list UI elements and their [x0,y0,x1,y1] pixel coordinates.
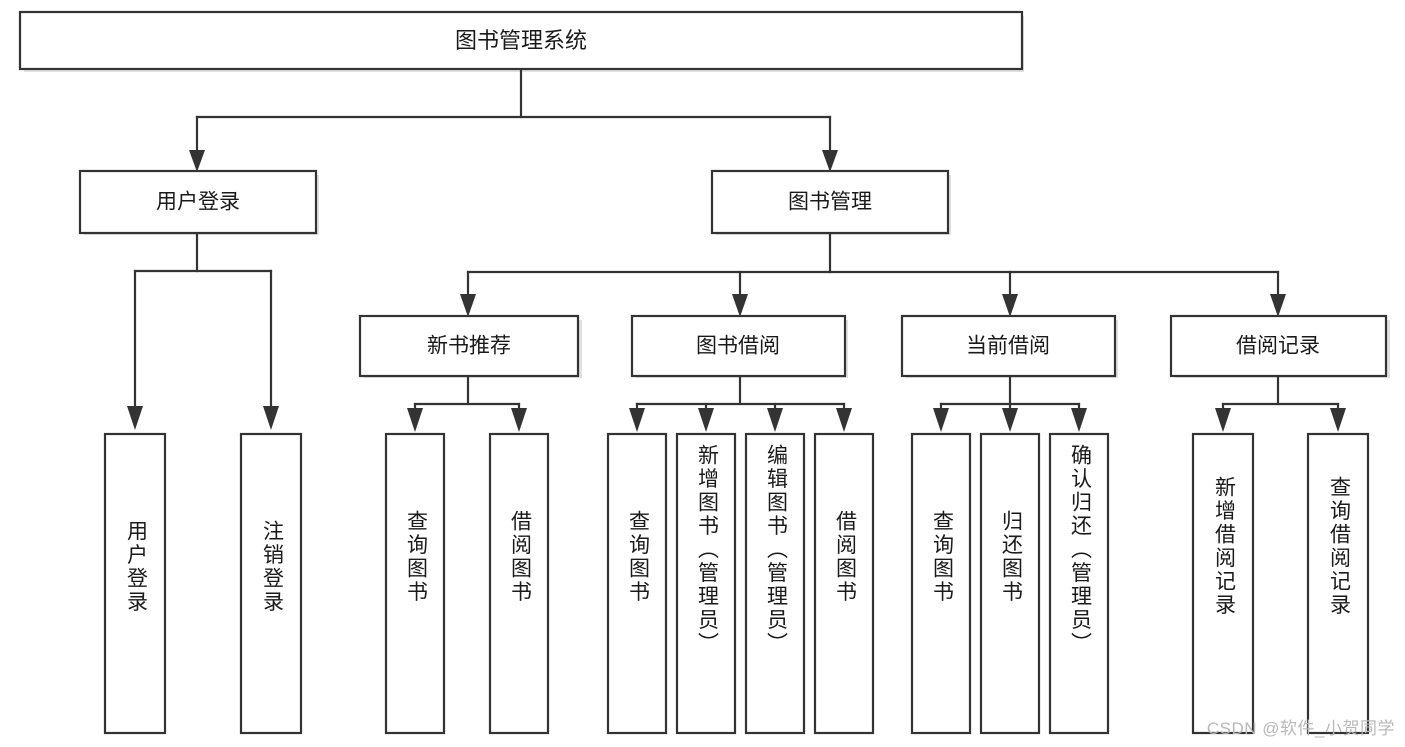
node-root-label: 图书管理系统 [455,28,587,53]
arrow-bm-currentborrow [1002,294,1018,317]
leaf-box-query-record[interactable] [1306,432,1370,735]
node-root[interactable]: 图书管理系统 [18,10,1024,71]
node-book-manage-box[interactable] [710,169,950,235]
arrow-newbook-leaf1 [407,408,423,432]
csdn-watermark: CSDN @软件_小贺同学 [1206,719,1395,738]
node-user-login[interactable]: 用户登录 [78,169,318,235]
leaf-boxes [103,432,1370,735]
leaf-box-add-record[interactable] [1191,432,1255,735]
leaf-box-return-book[interactable] [979,432,1041,735]
arrow-currentborrow-leaf2 [1002,408,1018,432]
node-book-manage[interactable]: 图书管理 [710,169,950,235]
arrow-bookborrow-leaf3 [767,408,783,432]
arrow-bm-borrowrecord [1270,294,1286,317]
arrow-currentborrow-leaf1 [933,408,949,432]
arrow-userlogin-leaf2 [263,406,279,430]
node-current-borrow[interactable]: 当前借阅 [900,314,1117,378]
node-new-book-recommend-label: 新书推荐 [427,335,511,358]
arrow-bookborrow-leaf2 [698,408,714,432]
node-book-borrow[interactable]: 图书借阅 [630,314,847,378]
leaf-box-user-logout[interactable] [239,432,303,735]
node-current-borrow-label: 当前借阅 [966,335,1050,358]
node-book-borrow-label: 图书借阅 [696,335,780,358]
connector-lines [127,67,1346,432]
leaf-box-confirm-return[interactable] [1048,432,1110,735]
node-current-borrow-box[interactable] [900,314,1117,378]
node-borrow-record[interactable]: 借阅记录 [1169,314,1388,378]
leaf-box-borrow-book-2[interactable] [813,432,875,735]
node-user-login-box[interactable] [78,169,318,235]
node-new-book-recommend[interactable]: 新书推荐 [358,314,580,378]
arrow-currentborrow-leaf3 [1071,408,1087,432]
leaf-box-add-book[interactable] [675,432,737,735]
leaf-box-query-book-2[interactable] [606,432,668,735]
node-borrow-record-label: 借阅记录 [1236,335,1320,358]
leaf-box-user-login[interactable] [103,432,167,735]
node-book-manage-label: 图书管理 [788,191,872,214]
node-borrow-record-box[interactable] [1169,314,1388,378]
arrow-borrowrecord-leaf2 [1330,408,1346,432]
arrow-userlogin-leaf1 [127,406,143,430]
arrow-borrowrecord-leaf1 [1215,408,1231,432]
arrow-newbook-leaf2 [511,408,527,432]
leaf-box-borrow-book-1[interactable] [488,432,550,735]
arrow-root-to-book-manage [822,150,838,172]
node-book-borrow-box[interactable] [630,314,847,378]
node-root-box[interactable] [18,10,1024,71]
node-user-login-label: 用户登录 [156,191,240,214]
leaf-box-query-book-1[interactable] [384,432,446,735]
leaf-box-edit-book[interactable] [744,432,806,735]
arrow-root-to-user-login [189,150,205,172]
node-new-book-recommend-box[interactable] [358,314,580,378]
leaf-box-query-book-3[interactable] [910,432,972,735]
arrow-bm-bookborrow [732,294,748,317]
arrow-bookborrow-leaf1 [629,408,645,432]
arrow-bookborrow-leaf4 [836,408,852,432]
arrow-bm-newbook [460,294,476,317]
